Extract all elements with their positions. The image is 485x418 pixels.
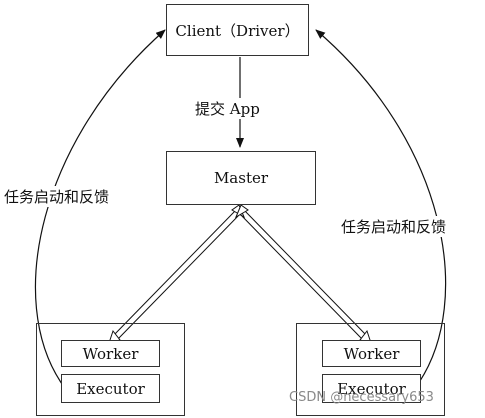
worker-node-left [36, 323, 185, 416]
worker-box-right: Worker [322, 340, 421, 367]
watermark: CSDN @necessary653 [289, 390, 434, 405]
submit-app-label: 提交 App [195, 98, 260, 119]
worker-box-left: Worker [61, 340, 160, 367]
executor-box-right: Executor [322, 374, 421, 403]
worker-node-right [296, 323, 445, 416]
master-box: Master [166, 151, 316, 205]
feedback-label-left: 任务启动和反馈 [4, 186, 110, 207]
client-driver-box: Client（Driver） [166, 4, 309, 56]
executor-box-left: Executor [61, 374, 160, 403]
feedback-arrow-left [34, 29, 166, 385]
feedback-label-right: 任务启动和反馈 [341, 216, 447, 237]
